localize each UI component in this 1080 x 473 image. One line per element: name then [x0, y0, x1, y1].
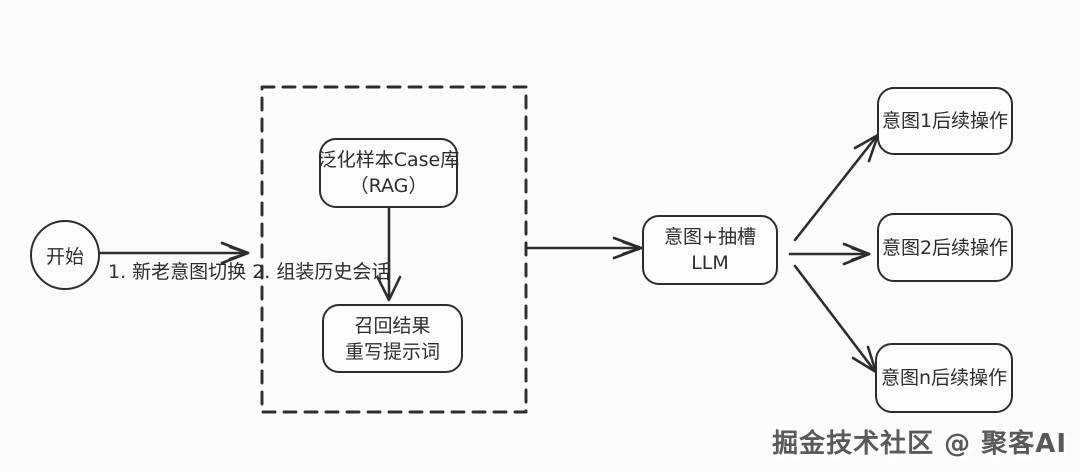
arrow-llm-to-intent1	[793, 133, 880, 242]
node-intent1-followup: 意图1后续操作	[877, 87, 1013, 155]
node-intent-slot-llm: 意图+抽槽 LLM	[642, 215, 778, 285]
watermark-text: 掘金技术社区 @ 聚客AI	[772, 429, 1067, 459]
node-intent1-followup-label: 意图1后续操作	[881, 110, 1009, 132]
node-start-label: 开始	[45, 245, 84, 268]
arrow-llm-to-intent2	[788, 242, 871, 266]
node-intent-slot-llm-line1: 意图+抽槽	[664, 226, 756, 248]
arrow-group-to-llm	[526, 236, 643, 260]
node-recall-rewrite-prompt-line2: 重写提示词	[344, 340, 440, 363]
node-intent2-followup-label: 意图2后续操作	[881, 236, 1009, 259]
start-edge-annotation: 1. 新老意图切换 2. 组装历史会话	[108, 259, 390, 285]
start-edge-annotation-line2: 2. 组装历史会话	[252, 261, 391, 283]
node-recall-rewrite-prompt-line1: 召回结果	[354, 314, 431, 337]
arrow-llm-to-intentn	[793, 264, 878, 374]
node-intentn-followup-label: 意图n后续操作	[880, 367, 1008, 389]
node-start: 开始	[30, 220, 100, 290]
node-intentn-followup: 意图n后续操作	[875, 343, 1013, 413]
arrow-rag-to-recall	[376, 206, 402, 302]
node-rag-case-library-line1: 泛化样本Case库	[317, 149, 460, 171]
node-rag-case-library: 泛化样本Case库 （RAG）	[317, 138, 460, 208]
node-rag-case-library-line2: （RAG）	[349, 175, 428, 197]
node-recall-rewrite-prompt: 召回结果 重写提示词	[322, 304, 463, 373]
node-intent2-followup: 意图2后续操作	[877, 213, 1013, 282]
node-intent-slot-llm-line2: LLM	[691, 252, 729, 274]
start-edge-annotation-line1: 1. 新老意图切换	[108, 261, 247, 283]
